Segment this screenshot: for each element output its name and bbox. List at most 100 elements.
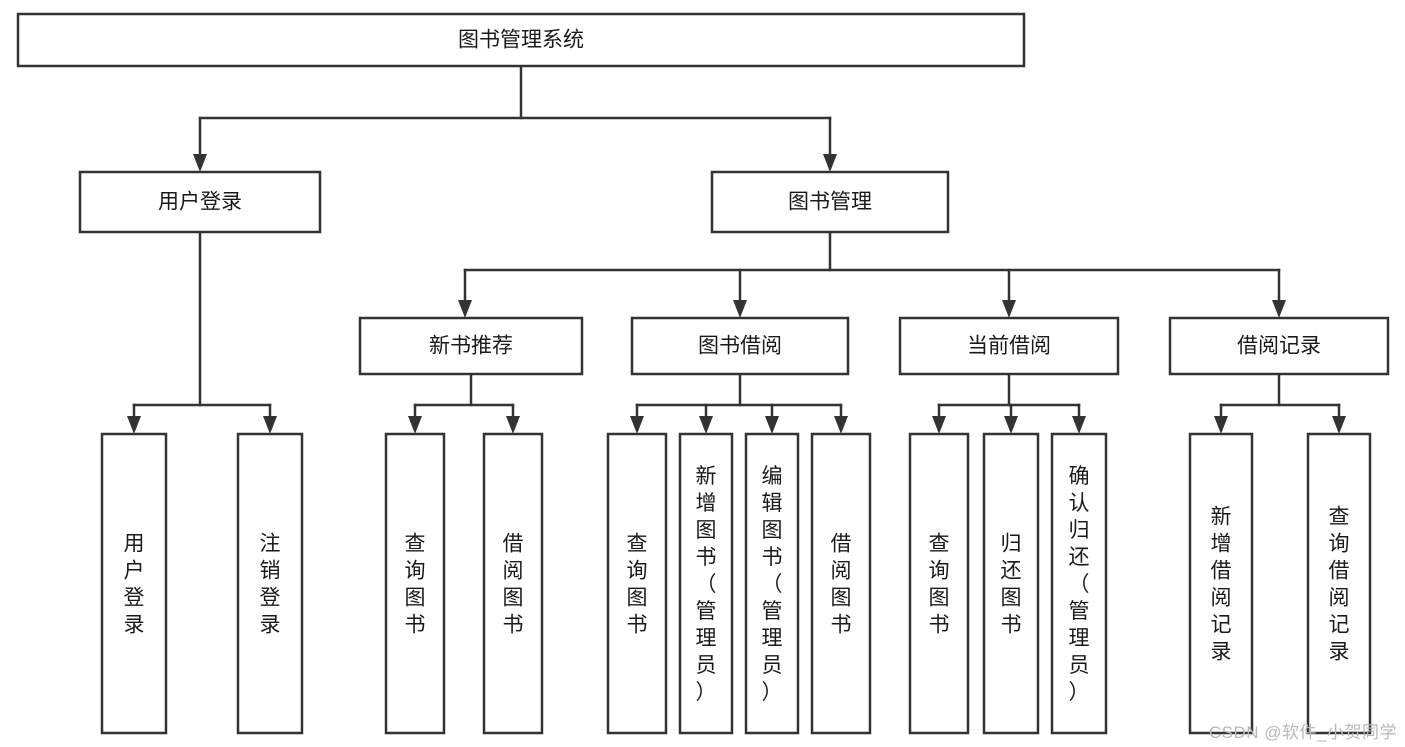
- node-label-current-borrow: 当前借阅: [967, 335, 1051, 358]
- arrow-head-icon: [1272, 300, 1286, 318]
- node-label-leaf-add-borrow-record-char-5: 录: [1211, 641, 1232, 664]
- node-current-borrow[interactable]: 当前借阅: [898, 316, 1120, 376]
- node-label-leaf-add-book-admin-char-0: 新: [696, 465, 717, 488]
- node-label-leaf-borrow-book-1-char-1: 阅: [503, 560, 524, 583]
- node-label-new-book-recommend: 新书推荐: [429, 335, 513, 358]
- connector-current-borrow-bus: [932, 372, 1086, 434]
- node-label-user-login: 用户登录: [158, 191, 242, 214]
- node-label-leaf-add-book-admin-char-8: ）: [696, 681, 717, 704]
- node-label-leaf-borrow-book-1-char-0: 借: [503, 533, 524, 556]
- node-box-leaf-borrow-book-2[interactable]: [810, 432, 872, 735]
- node-label-leaf-edit-book-admin-char-6: 理: [762, 627, 783, 650]
- node-box-leaf-add-book-admin[interactable]: [678, 432, 734, 735]
- node-label-leaf-query-book-3-char-2: 图: [929, 587, 950, 610]
- arrow-head-icon: [408, 416, 422, 434]
- node-label-leaf-add-book-admin-char-6: 理: [696, 627, 717, 650]
- arrow-head-icon: [1004, 416, 1018, 434]
- node-box-leaf-query-borrow-record[interactable]: [1306, 432, 1372, 735]
- arrow-head-icon: [1002, 300, 1016, 318]
- node-box-current-borrow[interactable]: [898, 316, 1120, 376]
- arrow-head-icon: [1332, 416, 1346, 434]
- node-label-leaf-query-book-3-char-3: 书: [929, 614, 950, 637]
- node-box-borrow-record[interactable]: [1168, 316, 1390, 376]
- node-borrow-record[interactable]: 借阅记录: [1168, 316, 1390, 376]
- arrow-head-icon: [1072, 416, 1086, 434]
- node-leaf-user-login[interactable]: 用户登录: [100, 432, 168, 735]
- node-box-root[interactable]: [16, 12, 1026, 68]
- node-label-leaf-confirm-return-admin-char-1: 认: [1069, 492, 1090, 515]
- node-label-leaf-edit-book-admin-char-3: 书: [762, 546, 783, 569]
- node-book-borrow[interactable]: 图书借阅: [630, 316, 850, 376]
- node-label-leaf-confirm-return-admin-char-6: 理: [1069, 627, 1090, 650]
- node-label-leaf-add-book-admin-char-5: 管: [696, 600, 717, 623]
- node-box-new-book-recommend[interactable]: [358, 316, 584, 376]
- node-box-leaf-query-book-3[interactable]: [908, 432, 970, 735]
- node-box-leaf-edit-book-admin[interactable]: [744, 432, 800, 735]
- node-label-leaf-logout-login-char-1: 销: [260, 560, 281, 583]
- node-box-leaf-logout-login[interactable]: [236, 432, 304, 735]
- node-label-leaf-user-login-char-1: 户: [124, 560, 145, 583]
- node-box-leaf-query-book-2[interactable]: [606, 432, 668, 735]
- node-label-leaf-query-borrow-record-char-3: 阅: [1329, 587, 1350, 610]
- node-label-leaf-add-borrow-record-char-0: 新: [1211, 506, 1232, 529]
- node-box-leaf-query-book-1[interactable]: [384, 432, 446, 735]
- node-label-leaf-confirm-return-admin-char-7: 员: [1069, 654, 1090, 677]
- node-box-leaf-confirm-return-admin[interactable]: [1050, 432, 1108, 735]
- node-box-leaf-return-book[interactable]: [982, 432, 1040, 735]
- arrow-head-icon: [834, 416, 848, 434]
- node-label-leaf-query-borrow-record-char-1: 询: [1329, 533, 1350, 556]
- node-label-leaf-confirm-return-admin-char-8: ）: [1069, 681, 1090, 704]
- node-root[interactable]: 图书管理系统: [16, 12, 1026, 68]
- node-box-leaf-borrow-book-1[interactable]: [482, 432, 544, 735]
- node-label-leaf-edit-book-admin-char-8: ）: [762, 681, 783, 704]
- node-label-leaf-logout-login-char-3: 录: [260, 614, 281, 637]
- node-label-leaf-edit-book-admin-char-2: 图: [762, 519, 783, 542]
- node-box-book-borrow[interactable]: [630, 316, 850, 376]
- node-label-leaf-edit-book-admin-char-4: （: [762, 573, 783, 596]
- node-label-leaf-borrow-book-2-char-3: 书: [831, 614, 852, 637]
- arrow-head-icon: [733, 300, 747, 318]
- arrow-head-icon: [458, 300, 472, 318]
- node-label-borrow-record: 借阅记录: [1237, 335, 1321, 358]
- connector-new-book-bus: [408, 372, 520, 434]
- node-box-leaf-add-borrow-record[interactable]: [1188, 432, 1254, 735]
- node-label-leaf-add-book-admin-char-1: 增: [696, 492, 717, 515]
- node-book-manage[interactable]: 图书管理: [710, 170, 950, 234]
- nodes-layer: 图书管理系统用户登录图书管理新书推荐图书借阅当前借阅借阅记录用户登录注销登录查询…: [16, 12, 1390, 735]
- node-label-leaf-return-book-char-2: 图: [1001, 587, 1022, 610]
- node-box-book-manage[interactable]: [710, 170, 950, 234]
- node-label-leaf-add-book-admin-char-7: 员: [696, 654, 717, 677]
- node-label-leaf-confirm-return-admin-char-3: 还: [1069, 546, 1090, 569]
- node-label-leaf-edit-book-admin-char-5: 管: [762, 600, 783, 623]
- node-label-leaf-add-borrow-record-char-2: 借: [1211, 560, 1232, 583]
- node-user-login[interactable]: 用户登录: [78, 170, 322, 234]
- node-label-leaf-query-book-2-char-1: 询: [627, 560, 648, 583]
- node-label-leaf-query-book-1-char-2: 图: [405, 587, 426, 610]
- node-label-leaf-query-book-1-char-3: 书: [405, 614, 426, 637]
- node-label-leaf-add-book-admin-char-4: （: [696, 573, 717, 596]
- node-new-book-recommend[interactable]: 新书推荐: [358, 316, 584, 376]
- node-label-leaf-edit-book-admin-char-1: 辑: [762, 492, 783, 515]
- node-label-leaf-query-borrow-record-char-5: 录: [1329, 641, 1350, 664]
- node-box-user-login[interactable]: [78, 170, 322, 234]
- node-label-leaf-edit-book-admin-char-7: 员: [762, 654, 783, 677]
- node-label-leaf-logout-login-char-0: 注: [260, 533, 281, 556]
- node-label-leaf-query-book-3-char-1: 询: [929, 560, 950, 583]
- node-label-leaf-return-book-char-0: 归: [1001, 533, 1022, 556]
- node-box-leaf-user-login[interactable]: [100, 432, 168, 735]
- node-label-leaf-query-borrow-record-char-0: 查: [1329, 506, 1350, 529]
